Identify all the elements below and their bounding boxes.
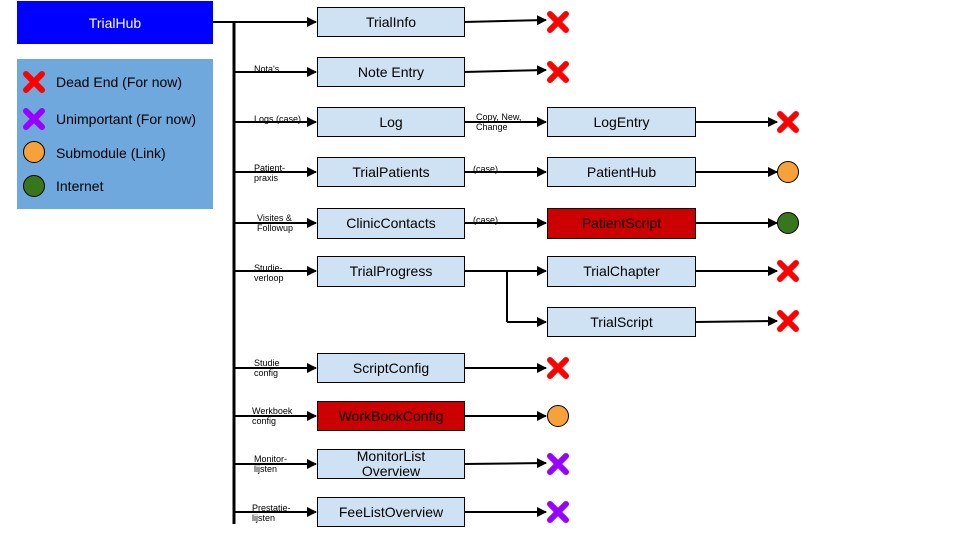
edge-label-case: (case) [473,164,499,174]
node-label: Note Entry [357,63,425,80]
red-cross-icon [547,61,569,83]
node-patienthub[interactable]: PatientHub [547,157,696,187]
edge-label-monitor-lijsten: Monitor- lijsten [254,454,288,474]
green-circle-icon [23,175,45,197]
orange-circle-icon[interactable] [546,404,570,428]
edge-label-logs: Logs (case) [254,114,302,124]
edge-label-notas: Nota's [254,64,280,74]
root-node-label: TrialHub [88,14,142,31]
orange-circle-icon [23,141,45,163]
legend-label: Internet [56,178,104,194]
node-trialprogress[interactable]: TrialProgress [317,256,465,287]
root-node-trialhub[interactable]: TrialHub [17,1,213,44]
legend-panel: Dead End (For now) Unimportant (For now)… [17,59,213,209]
edge-label-prestatie-lijsten: Prestatie- lijsten [252,503,291,523]
node-scriptconfig[interactable]: ScriptConfig [317,353,465,383]
node-label: FeeListOverview [338,503,444,520]
node-label: TrialScript [590,313,653,330]
edge-label-studie-verloop: Studie- verloop [254,263,284,283]
node-workbookconfig[interactable]: WorkBookConfig [317,401,465,431]
node-label: ScriptConfig [352,359,430,376]
node-trialscript[interactable]: TrialScript [547,307,696,337]
edge-label-werkboek-config: Werkboek config [252,406,293,426]
legend-item-internet: Internet [17,171,213,201]
node-patientscript[interactable]: PatientScript [547,208,696,239]
node-logentry[interactable]: LogEntry [547,107,696,137]
purple-cross-icon [547,453,569,475]
node-label: TrialChapter [583,263,660,279]
legend-item-submodule: Submodule (Link) [17,137,213,167]
node-log[interactable]: Log [317,107,465,137]
edge-label-case: (case) [473,215,499,225]
node-label: ClinicContacts [346,215,436,231]
node-label: PatientScript [581,215,662,231]
node-trialinfo[interactable]: TrialInfo [317,7,465,37]
legend-item-unimportant: Unimportant (For now) [17,104,213,134]
node-cliniccontacts[interactable]: ClinicContacts [317,208,465,239]
red-cross-icon [547,11,569,33]
green-circle-icon[interactable] [776,211,800,235]
node-trialpatients[interactable]: TrialPatients [317,157,465,187]
edge-label-copy-new-change: Copy, New, Change [476,112,522,132]
node-note-entry[interactable]: Note Entry [317,57,465,87]
legend-item-dead-end: Dead End (For now) [17,67,213,97]
node-label: MonitorList Overview [356,448,426,479]
edge-label-studie-config: Studie config [254,358,280,378]
purple-cross-icon [23,108,45,130]
node-feelistoverview[interactable]: FeeListOverview [317,497,465,527]
purple-cross-icon [547,501,569,523]
node-label: Log [379,113,403,130]
node-label: PatientHub [586,163,657,180]
orange-circle-icon[interactable] [776,160,800,184]
legend-label: Unimportant (For now) [56,111,197,127]
node-label: WorkBookConfig [338,407,444,424]
red-cross-icon [547,357,569,379]
node-label: LogEntry [593,113,650,130]
node-label: TrialPatients [352,163,430,180]
node-label: TrialInfo [365,13,417,30]
red-cross-icon [23,71,45,93]
edge-label-visites-followup: Visites & Followup [257,213,294,233]
edge-label-patient-praxis: Patient- praxis [254,163,286,183]
legend-label: Submodule (Link) [56,145,166,161]
node-label: TrialProgress [349,263,433,279]
red-cross-icon [777,111,799,133]
red-cross-icon [777,260,799,282]
node-monitorlist-overview[interactable]: MonitorList Overview [317,449,465,479]
node-trialchapter[interactable]: TrialChapter [547,256,696,287]
legend-label: Dead End (For now) [56,74,183,90]
red-cross-icon [777,310,799,332]
